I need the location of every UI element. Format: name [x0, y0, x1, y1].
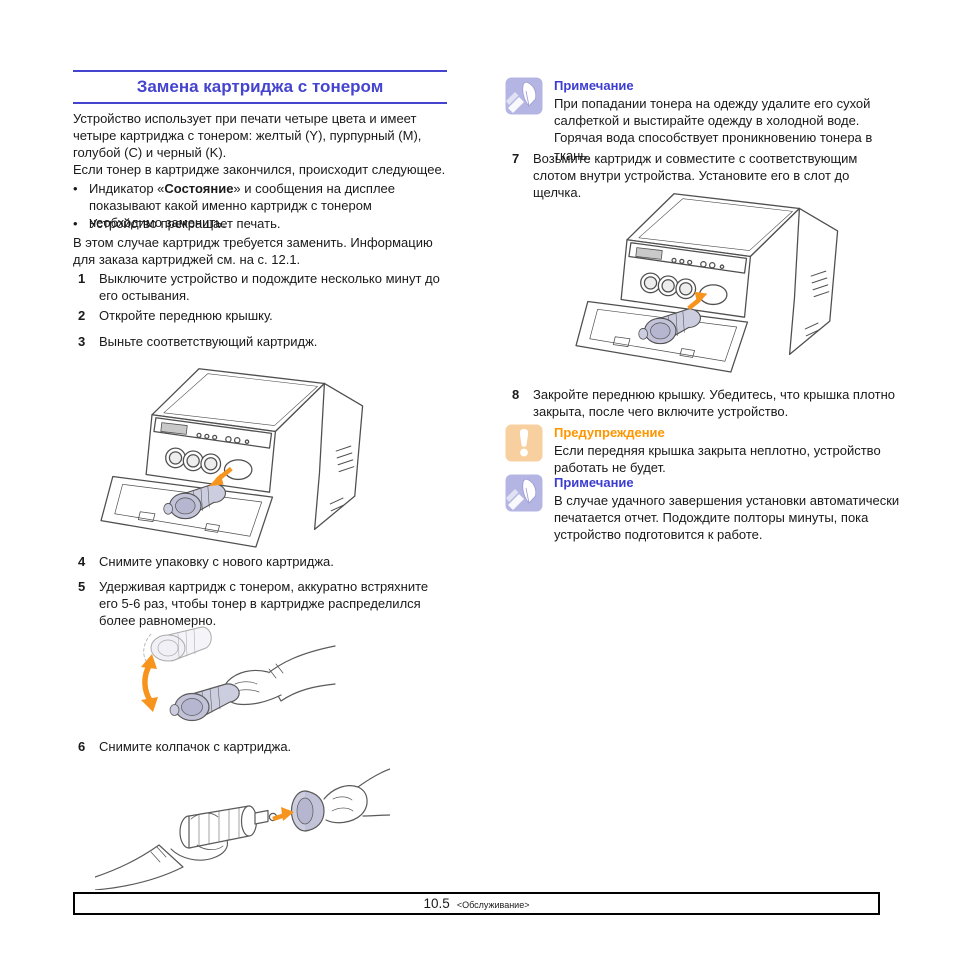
warning-icon	[505, 424, 543, 462]
note-heading: Примечание	[554, 475, 634, 490]
step-text: Закройте переднюю крышку. Убедитесь, что…	[533, 387, 896, 420]
note-callout-2: Примечание В случае удачного завершения …	[505, 474, 903, 544]
warning-text: Если передняя крышка закрыта неплотно, у…	[554, 443, 881, 476]
section-title-block: Замена картриджа с тонером	[73, 70, 447, 104]
step-2: 2 Откройте переднюю крышку.	[78, 307, 450, 324]
note-icon	[505, 474, 543, 512]
step-text: Удерживая картридж с тонером, аккуратно …	[99, 579, 429, 629]
bullet-item-stops: • Устройство прекращает печать.	[73, 215, 447, 232]
bullet-item-status: • Индикатор «Состояние» и сообщения на д…	[73, 180, 447, 231]
step-text: Снимите колпачок с картриджа.	[99, 739, 292, 754]
note-text: В случае удачного завершения установки а…	[554, 493, 900, 543]
note-icon	[505, 77, 543, 115]
step-6: 6 Снимите колпачок с картриджа.	[78, 738, 450, 755]
printer-remove-cartridge-illustration	[100, 368, 364, 548]
printer-insert-cartridge-illustration	[575, 193, 839, 373]
step-number: 3	[78, 334, 86, 349]
step-text: Откройте переднюю крышку.	[99, 308, 273, 323]
step-number: 4	[78, 554, 86, 569]
bullet-marker: •	[73, 216, 78, 231]
step-5: 5 Удерживая картридж с тонером, аккуратн…	[78, 578, 450, 629]
bullet-text: Устройство прекращает печать.	[89, 216, 281, 231]
step-text: Выньте соответствующий картридж.	[99, 334, 318, 349]
step-3: 3 Выньте соответствующий картридж.	[78, 333, 450, 350]
remove-cap-illustration	[95, 768, 390, 890]
remove-cap-arrow	[272, 807, 294, 822]
step-text: Возьмите картридж и совместите с соответ…	[533, 151, 858, 201]
page-number: 10.5	[423, 896, 450, 911]
order-info-paragraph: В этом случае картридж требуется заменит…	[73, 235, 433, 268]
intro-paragraph-1: Устройство использует при печати четыре …	[73, 111, 422, 161]
bullet-marker: •	[73, 181, 78, 196]
page-footer: 10.5 <Обслуживание>	[73, 892, 880, 915]
step-8: 8 Закройте переднюю крышку. Убедитесь, ч…	[512, 386, 900, 420]
ghost-cartridge	[143, 626, 212, 667]
section-label: <Обслуживание>	[456, 899, 530, 910]
step-1: 1 Выключите устройство и подождите неско…	[78, 270, 450, 304]
note-text: При попадании тонера на одежду удалите е…	[554, 96, 873, 163]
step-7: 7 Возьмите картридж и совместите с соотв…	[512, 150, 900, 201]
step-4: 4 Снимите упаковку с нового картриджа.	[78, 553, 450, 570]
step-number: 7	[512, 151, 520, 166]
printer-body	[100, 368, 364, 548]
printer-body	[575, 193, 839, 373]
step-number: 1	[78, 271, 86, 286]
note-callout-1: Примечание При попадании тонера на одежд…	[505, 77, 903, 164]
step-text: Снимите упаковку с нового картриджа.	[99, 554, 334, 569]
step-number: 8	[512, 387, 520, 402]
step-number: 5	[78, 579, 86, 594]
shake-double-arrow	[141, 654, 158, 712]
pull-out-arrow	[208, 466, 233, 487]
push-in-arrow	[687, 291, 708, 311]
note-heading: Примечание	[554, 78, 634, 93]
page-title: Замена картриджа с тонером	[136, 77, 384, 96]
warning-heading: Предупреждение	[554, 425, 665, 440]
warning-callout: Предупреждение Если передняя крышка закр…	[505, 424, 903, 476]
shake-cartridge-illustration	[141, 626, 336, 722]
step-number: 2	[78, 308, 86, 323]
intro-paragraph-2: Если тонер в картридже закончился, проис…	[73, 162, 446, 177]
step-text: Выключите устройство и подождите несколь…	[99, 271, 440, 304]
bullet-text: Индикатор «Состояние» и сообщения на дис…	[89, 181, 396, 231]
step-number: 6	[78, 739, 86, 754]
